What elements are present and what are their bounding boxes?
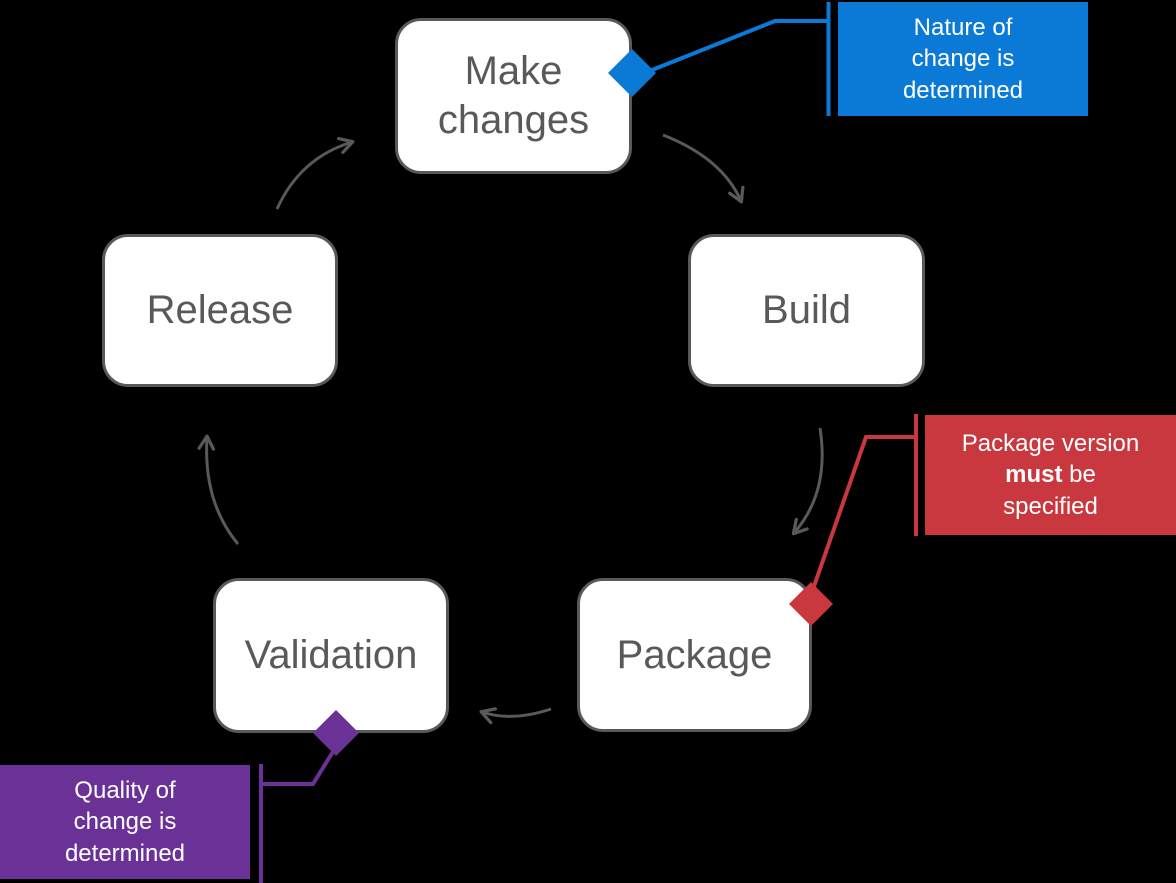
callout-quality-of-change: Quality of change is determined: [0, 765, 250, 879]
node-build: Build: [688, 234, 925, 387]
node-package: Package: [577, 578, 812, 732]
node-validation: Validation: [213, 578, 449, 733]
callout-package-line-3: specified: [1003, 492, 1098, 520]
arrow-make-changes-to-build: [662, 133, 745, 204]
node-make-changes-label: Make changes: [437, 49, 590, 142]
arrow-build-to-package: [791, 427, 824, 536]
connector-blue-line: [651, 19, 828, 72]
callout-package-must-bold: must: [1005, 461, 1063, 489]
callout-quality-line-3: determined: [64, 839, 186, 867]
callout-nature-line-3: determined: [902, 76, 1024, 104]
callout-package-version: Package version must be specified: [925, 415, 1176, 535]
node-make-changes: Make changes: [395, 18, 632, 174]
node-build-label: Build: [762, 288, 851, 333]
arrow-package-to-validation: [479, 707, 552, 725]
callout-package-line-2: must be: [1005, 459, 1096, 490]
callout-quality-line-2: change is: [73, 808, 177, 836]
arrow-release-to-make-changes: [275, 136, 355, 210]
node-package-label: Package: [616, 632, 773, 677]
callout-nature-line-2: change is: [911, 45, 1015, 73]
callout-package-line-1: Package version: [961, 430, 1140, 458]
node-release: Release: [102, 234, 338, 387]
node-validation-label: Validation: [244, 633, 418, 678]
connector-red-line: [810, 435, 916, 593]
callout-nature-line-1: Nature of: [913, 14, 1013, 42]
connector-purple-line: [261, 748, 336, 786]
callout-nature-of-change: Nature of change is determined: [838, 2, 1088, 116]
node-release-label: Release: [146, 288, 294, 333]
arrow-validation-to-release: [197, 434, 240, 545]
callout-quality-line-1: Quality of: [74, 777, 176, 805]
callout-package-be-text: be: [1062, 461, 1096, 489]
